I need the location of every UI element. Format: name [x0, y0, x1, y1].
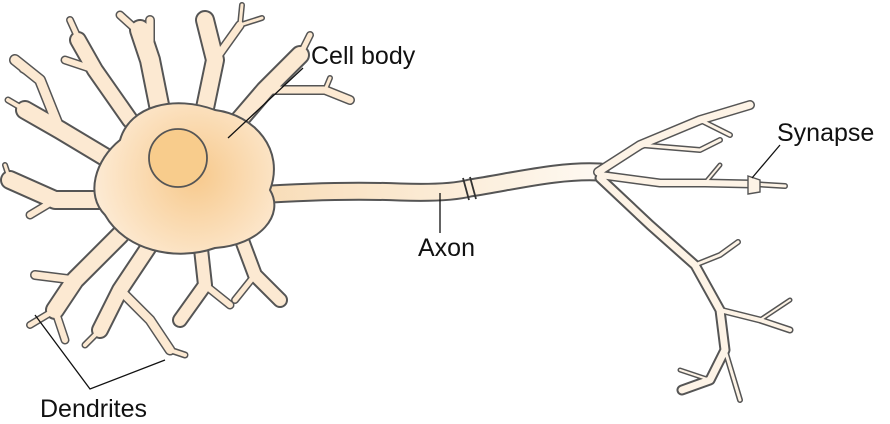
- nucleus: [149, 129, 207, 187]
- axon-label: Axon: [418, 236, 475, 261]
- cell-body: [94, 103, 274, 253]
- axon-terminals: [598, 105, 790, 400]
- synaptic-terminal: [748, 176, 760, 194]
- synapse-label: Synapse: [777, 121, 874, 146]
- synapse-leader-line: [752, 145, 780, 178]
- axon-shaft: [255, 172, 600, 195]
- dendrites-label: Dendrites: [40, 397, 147, 422]
- cell-body-label: Cell body: [311, 44, 415, 69]
